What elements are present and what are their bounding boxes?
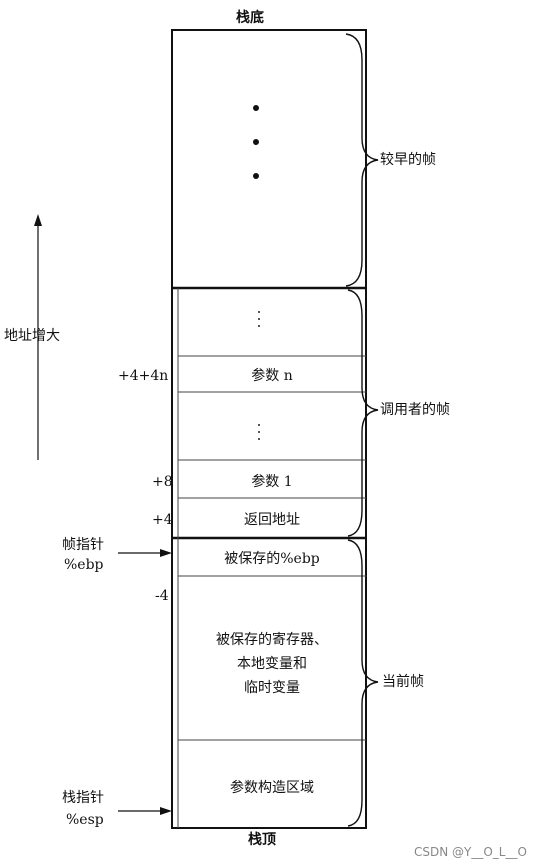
- stack-outline: [171, 29, 367, 829]
- stack-bottom-label: 栈底: [236, 10, 264, 26]
- arg-build-cell: 参数构造区域: [230, 780, 314, 796]
- saved-ebp-cell: 被保存的%ebp: [224, 551, 320, 567]
- param-n-cell: 参数 n: [251, 368, 293, 384]
- locals-line-3: 临时变量: [244, 680, 300, 696]
- brace-caller: [347, 289, 379, 537]
- stack-pointer-reg: %esp: [66, 812, 104, 828]
- frame-pointer-reg: %ebp: [64, 557, 104, 573]
- address-growth-label: 地址增大: [4, 328, 60, 344]
- earlier-frame-label: 较早的帧: [380, 152, 436, 168]
- caller-frame-label: 调用者的帧: [380, 402, 450, 418]
- ellipsis-dot: [253, 139, 259, 145]
- ellipsis-dot: [253, 105, 259, 111]
- stack-pointer-label: 栈指针: [62, 790, 104, 806]
- return-address-cell: 返回地址: [244, 512, 300, 528]
- current-frame-label: 当前帧: [382, 674, 424, 690]
- brace-current: [347, 539, 379, 827]
- brace-earlier: [345, 33, 379, 287]
- offset-8: +8: [152, 474, 173, 490]
- offset-4: +4: [152, 512, 173, 528]
- param-1-cell: 参数 1: [251, 474, 293, 490]
- ebp-arrow-head: [160, 549, 172, 557]
- stack-top-label: 栈顶: [248, 832, 276, 848]
- locals-line-2: 本地变量和: [237, 656, 307, 672]
- watermark: CSDN @Y__O_L__O: [414, 845, 527, 859]
- offset-4n: +4+4n: [118, 368, 169, 384]
- frame-pointer-label: 帧指针: [62, 537, 104, 553]
- esp-arrow-head: [160, 807, 172, 815]
- offset-minus-4: -4: [155, 588, 169, 604]
- growth-arrow-head: [34, 214, 42, 226]
- ellipsis-dot: [253, 173, 259, 179]
- locals-line-1: 被保存的寄存器、: [216, 632, 328, 648]
